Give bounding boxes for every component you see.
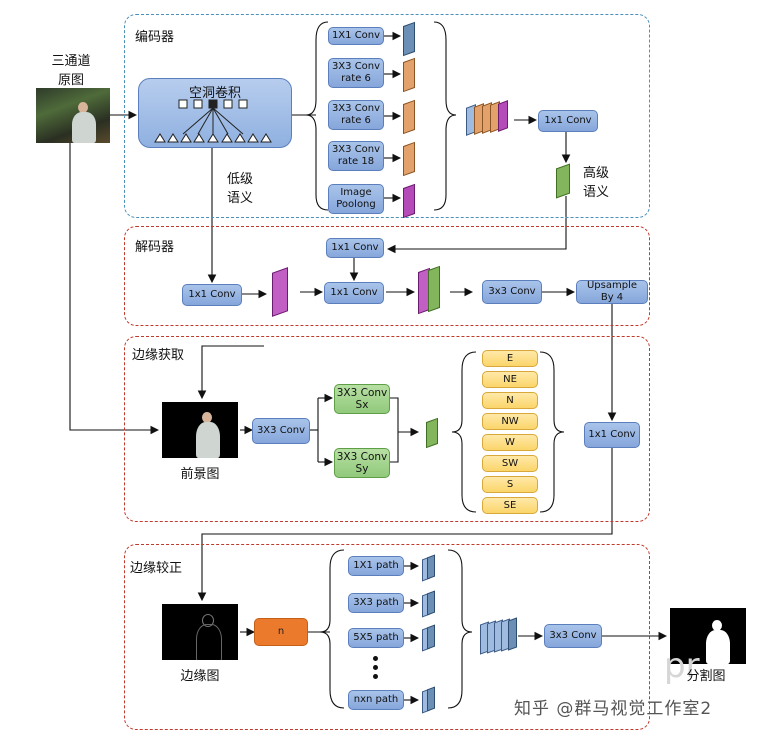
sx-conv: 3X3 Conv Sx: [334, 384, 390, 414]
encoder-title: 编码器: [135, 30, 175, 45]
foreground-image: [162, 402, 238, 458]
branch-3x3-rate6-a: 3X3 Conv rate 6: [328, 58, 384, 88]
upsample-by-4: Upsample By 4: [576, 280, 648, 304]
foreground-label: 前景图: [180, 467, 220, 482]
input-label: 三通道 原图: [46, 52, 96, 90]
refine-3x3-conv: 3x3 Conv: [544, 624, 602, 648]
direction-e: E: [482, 350, 538, 367]
direction-s: S: [482, 476, 538, 493]
edge-extract-title: 边缘获取: [132, 348, 185, 363]
segmentation-label: 分割图: [686, 669, 726, 684]
edge-refine-panel: [124, 544, 650, 730]
encoder-1x1-conv: 1x1 Conv: [538, 110, 598, 132]
path-1x1: 1X1 path: [348, 556, 404, 576]
feature-map-orange-1: [403, 57, 415, 93]
direction-nw: NW: [482, 413, 538, 430]
feature-map-orange-2: [403, 99, 415, 135]
edge-refine-title: 边缘较正: [130, 561, 183, 576]
path-feature-2: [422, 590, 436, 618]
feature-map-blue: [403, 21, 415, 57]
decoder-concat-feature: [418, 265, 446, 315]
input-label-line1: 三通道: [51, 54, 91, 69]
edge-map-image: [162, 604, 238, 660]
path-feature-3: [422, 624, 436, 652]
low-level-label: 低级 语义: [222, 170, 258, 208]
low-level-line1: 低级: [226, 172, 253, 187]
branch-1x1-conv: 1X1 Conv: [328, 27, 384, 45]
path-nxn: nxn path: [348, 690, 404, 710]
path-3x3: 3X3 path: [348, 593, 404, 613]
path-feature-n: [422, 686, 436, 714]
concat-feature-stack: [466, 100, 512, 136]
ellipsis-dot-3: [373, 674, 378, 679]
direction-n: N: [482, 392, 538, 409]
decoder-top-1x1-conv: 1x1 Conv: [326, 238, 384, 258]
edge-3x3-conv: 3X3 Conv: [252, 418, 310, 444]
branch-3x3-rate6-b: 3X3 Conv rate 6: [328, 100, 384, 130]
refine-concat-stack: [480, 617, 518, 656]
encoder-panel: [124, 14, 650, 218]
atrous-kernel-diagram: [154, 99, 272, 143]
direction-w: W: [482, 434, 538, 451]
segmentation-image: [670, 608, 746, 664]
high-level-feature: [556, 163, 570, 199]
gradient-feature: [426, 417, 438, 449]
n-box: n: [254, 618, 308, 646]
ellipsis-dot-1: [373, 656, 378, 661]
input-image: [36, 88, 110, 143]
sy-conv: 3X3 Conv Sy: [334, 448, 390, 478]
path-feature-1: [422, 554, 436, 582]
decoder-title: 解码器: [135, 240, 175, 255]
direction-ne: NE: [482, 371, 538, 388]
decoder-panel: [124, 226, 650, 326]
branch-image-pooling: Image Poolong: [328, 184, 384, 214]
high-level-label: 高级 语义: [578, 164, 614, 202]
edge-right-1x1-conv: 1x1 Conv: [584, 422, 640, 448]
decoder-3x3-conv: 3x3 Conv: [482, 280, 542, 304]
feature-map-orange-3: [403, 141, 415, 177]
ellipsis-dot-2: [373, 665, 378, 670]
decoder-low-feature: [272, 267, 288, 317]
edge-map-label: 边缘图: [180, 669, 220, 684]
high-level-line2: 语义: [582, 185, 609, 200]
direction-se: SE: [482, 497, 538, 514]
decoder-mid-1x1-conv: 1x1 Conv: [324, 282, 384, 304]
feature-map-purple: [403, 183, 415, 219]
watermark: 知乎 @群马视觉工作室2: [514, 699, 713, 719]
branch-3x3-rate18: 3X3 Conv rate 18: [328, 141, 384, 171]
decoder-left-1x1-conv: 1x1 Conv: [182, 284, 242, 306]
path-5x5: 5X5 path: [348, 628, 404, 648]
low-level-line2: 语义: [226, 191, 253, 206]
watermark-ghost-text: pr: [664, 646, 700, 686]
input-label-line2: 原图: [57, 73, 84, 88]
edge-extract-panel: [124, 336, 650, 522]
direction-sw: SW: [482, 455, 538, 472]
atrous-conv-title: 空洞卷积: [188, 86, 241, 101]
high-level-line1: 高级: [582, 166, 609, 181]
